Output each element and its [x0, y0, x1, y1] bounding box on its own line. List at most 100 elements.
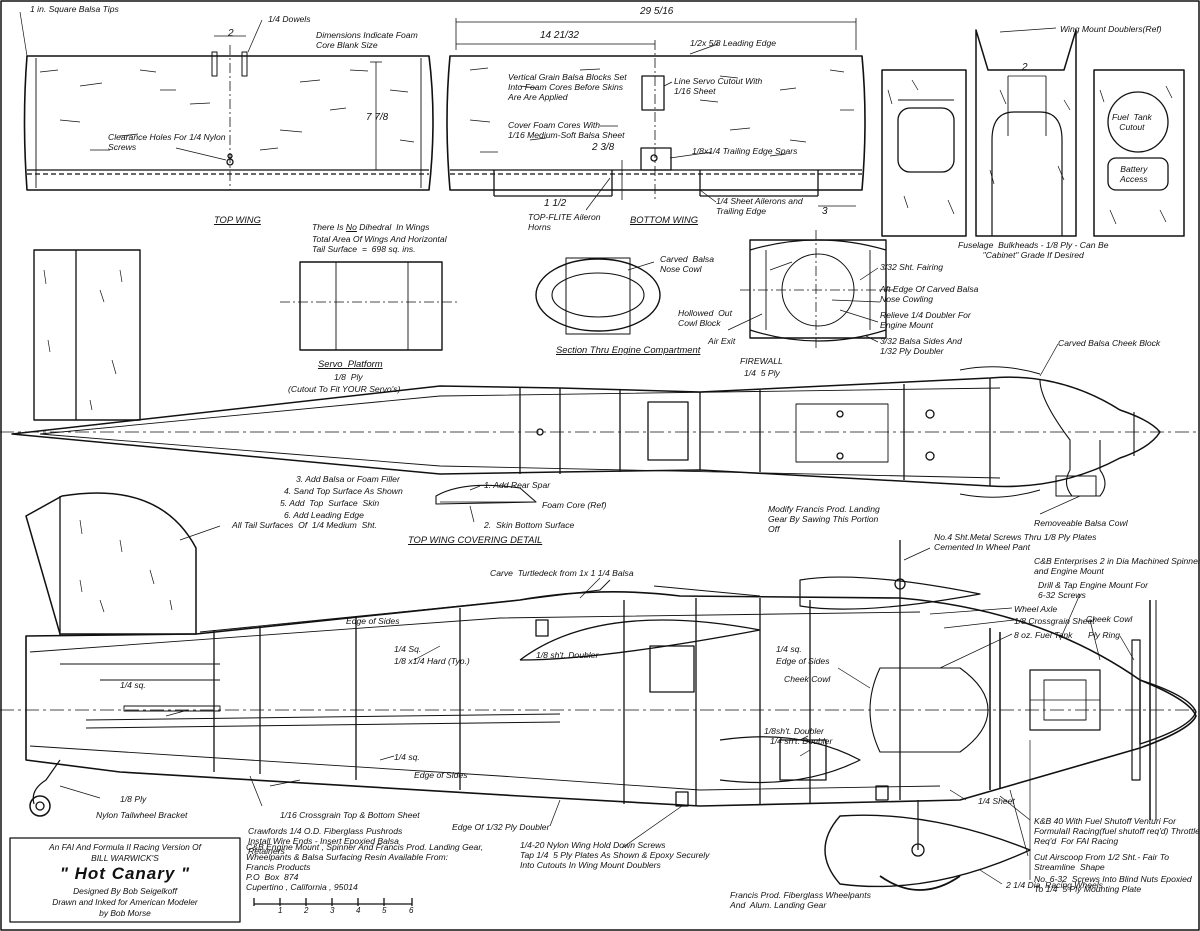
title-block-frame: [9, 837, 241, 923]
relieve-label: Relieve 1/4 Doubler For Engine Mount: [880, 310, 971, 330]
scale-tick: 1: [278, 906, 283, 915]
ply-ring-label: Ply Ring: [1088, 630, 1120, 640]
bottom-wing-vertical-grain-label: Vertical Grain Balsa Blocks Set Into Foa…: [508, 72, 627, 102]
tailwheel-bracket-label: Nylon Tailwheel Bracket: [96, 810, 188, 820]
bottom-wing-caption: BOTTOM WING: [630, 214, 699, 225]
bottom-wing-outline: [446, 18, 866, 207]
bottom-wing-238-dim: 2 3/8: [592, 142, 615, 153]
bottom-wing-3-dim: 3: [822, 206, 828, 217]
spinner-label: C&B Enterprises 2 in Dia Machined Spinne…: [1034, 556, 1200, 576]
scale-tick: 6: [409, 906, 414, 915]
bulkhead-2: [975, 29, 1077, 237]
covering-caption: TOP WING COVERING DETAIL: [408, 534, 543, 545]
edge-sides-low-label: Edge of Sides: [414, 770, 468, 780]
scale-tick: 2: [304, 906, 309, 915]
bulkhead-doublers-label: Wing Mount Doublers(Ref): [1060, 24, 1162, 34]
sq14-top-label: 1/4 Sq.: [394, 644, 422, 654]
scale-tick: 3: [330, 906, 335, 915]
edge-sides-top-label: Edge of Sides: [346, 616, 400, 626]
sq14-left-label: 1/4 sq.: [120, 680, 146, 690]
edge-ply-doubler-label: Edge Of 1/32 Ply Doubler: [452, 822, 550, 832]
fuselage-top-view: [0, 366, 1200, 498]
wheel-pant-screws-label: No.4 Sht.Metal Screws Thru 1/8 Ply Plate…: [934, 532, 1097, 552]
area-note: Total Area Of Wings And Horizontal Tail …: [312, 234, 447, 254]
hard-spar-label: 1/8 x1/4 Hard (Typ.): [394, 656, 470, 666]
leader-lines: [19, 11, 1135, 885]
drawing-title: " Hot Canary ": [59, 864, 191, 883]
bottom-wing-cover-label: Cover Foam Cores With 1/16 Medium-Soft B…: [508, 120, 625, 140]
covering-step6: 6. Add Leading Edge: [284, 510, 364, 520]
cheek-block-label: Carved Balsa Cheek Block: [1058, 338, 1161, 348]
engine-section-caption: Section Thru Engine Compartment: [556, 344, 701, 355]
firewall-ply-label: 1/4 5 Ply: [744, 368, 780, 378]
top-wing-caption: TOP WING: [214, 214, 261, 225]
bottom-wing-half-dim: 14 21/32: [540, 30, 579, 41]
cheek-cowl-left-label: Cheek Cowl: [784, 674, 831, 684]
sq14-low-label: 1/4 sq.: [394, 752, 420, 762]
scale-bar: [253, 898, 413, 906]
servo-platform-note: (Cutout To Fit YOUR Servo's): [288, 384, 401, 394]
bulkhead-dim-2: 2: [1022, 62, 1028, 73]
sht-doubler-a-label: 1/8 sh't. Doubler: [536, 650, 599, 660]
balsa-sides-label: 3/32 Balsa Sides And 1/32 Ply Doubler: [880, 336, 962, 356]
covering-step4: 4. Sand Top Surface As Shown: [284, 486, 403, 496]
bottom-wing-servo-cutout-label: Line Servo Cutout With 1/16 Sheet: [674, 76, 763, 96]
ply18-label: 1/8 Ply: [120, 794, 147, 804]
air-exit-label: Air Exit: [708, 336, 736, 346]
tail-surfaces-label: All Tail Surfaces Of 1/4 Medium Sht.: [232, 520, 377, 530]
servo-platform-caption: Servo Platform: [318, 358, 383, 369]
covering-detail-sketch: [435, 484, 537, 505]
top-wing-clearance-label: Clearance Holes For 1/4 Nylon Screws: [108, 132, 226, 152]
dihedral-note: There Is No Dihedral In Wings: [312, 222, 430, 232]
sht-doubler-b-label: 1/8sh't. Doubler: [764, 726, 824, 736]
bottom-wing-leading-edge-label: 1/2x 5/8 Leading Edge: [690, 38, 777, 48]
drill-tap-label: Drill & Tap Engine Mount For 6-32 Screws: [1038, 580, 1149, 600]
designed-by: Designed By Bob Seigelkoff: [73, 886, 177, 896]
fuselage-side-view: [0, 492, 1200, 891]
top-wing-tips-label: 1 in. Square Balsa Tips: [30, 4, 119, 14]
hollowed-cowl-label: Hollowed Out Cowl Block: [678, 308, 732, 328]
vertical-tail-top: [33, 249, 141, 421]
top-wing-chord-dim: 7 7/8: [366, 112, 389, 123]
covering-step5: 5. Add Top Surface Skin: [280, 498, 380, 508]
firewall-section: [740, 230, 896, 350]
blind-nuts-label: No. 6-32 Screws Into Blind Nuts Epoxied …: [1034, 874, 1192, 894]
title-line1: An FAI And Formula II Racing Version Of: [49, 842, 201, 852]
sheet14-label: 1/4 Sheet: [978, 796, 1015, 806]
bottom-wing-grain: [469, 67, 854, 157]
drawn-by: Drawn and Inked for American Modeler: [52, 897, 198, 907]
scale-tick: 5: [382, 906, 387, 915]
nose-cowl-label: Carved Balsa Nose Cowl: [660, 254, 714, 274]
bottom-wing-112-dim: 1 1/2: [544, 198, 567, 209]
aft-edge-label: Aft Edge Of Carved Balsa Nose Cowling: [880, 284, 979, 304]
covering-step2: 2. Skin Bottom Surface: [484, 520, 575, 530]
bottom-wing-aileron-horns-label: TOP-FLITE Aileron Horns: [528, 212, 601, 232]
bulkhead-3: [1093, 69, 1185, 237]
servo-platform-material: 1/8 Ply: [334, 372, 363, 382]
sources-note: C&B Engine Mount , Spinner And Francis P…: [246, 842, 484, 892]
title-line2: BILL WARWICK'S: [91, 853, 159, 863]
bulkhead-fuel-tank-label: Fuel Tank Cutout: [1112, 112, 1152, 132]
bulkhead-note: Fuselage Bulkheads - 1/8 Ply - Can Be "C…: [958, 240, 1109, 260]
edge-sides-mid-label: Edge of Sides: [776, 656, 830, 666]
racing-wheels-label: 2 1/4 Dia. Racing Wheels: [1006, 880, 1103, 890]
top-wing-outline: [23, 35, 434, 191]
bulkhead-1: [881, 69, 967, 237]
crossgrain-sheet-label: 1/8 Crossgrain Sheet: [1014, 616, 1095, 626]
bottom-wing-span-dim: 29 5/16: [640, 6, 674, 17]
scale-tick: 4: [356, 906, 361, 915]
engine-label: K&B 40 With Fuel Shutoff Venturi For For…: [1034, 816, 1200, 846]
hold-down-screws-label: 1/4-20 Nylon Wing Hold Down Screws Tap 1…: [520, 840, 710, 870]
sq14-mid-label: 1/4 sq.: [776, 644, 802, 654]
servo-platform: [280, 261, 460, 351]
covering-step3: 3. Add Balsa or Foam Filler: [296, 474, 400, 484]
firewall-label: FIREWALL: [740, 356, 783, 366]
sht-doubler-c-label: 1/4 sh't. Doubler: [770, 736, 833, 746]
airscoop-label: Cut Airscoop From 1/2 Sht.- Fair To Stre…: [1034, 852, 1169, 872]
cheek-cowl-right-label: Cheek Cowl: [1086, 614, 1133, 624]
bulkhead-battery-label: Battery Access: [1120, 164, 1148, 184]
top-wing-grain: [39, 69, 415, 151]
wheel-axle-label: Wheel Axle: [1014, 604, 1058, 614]
covering-step1: 1. Add Rear Spar: [484, 480, 551, 490]
